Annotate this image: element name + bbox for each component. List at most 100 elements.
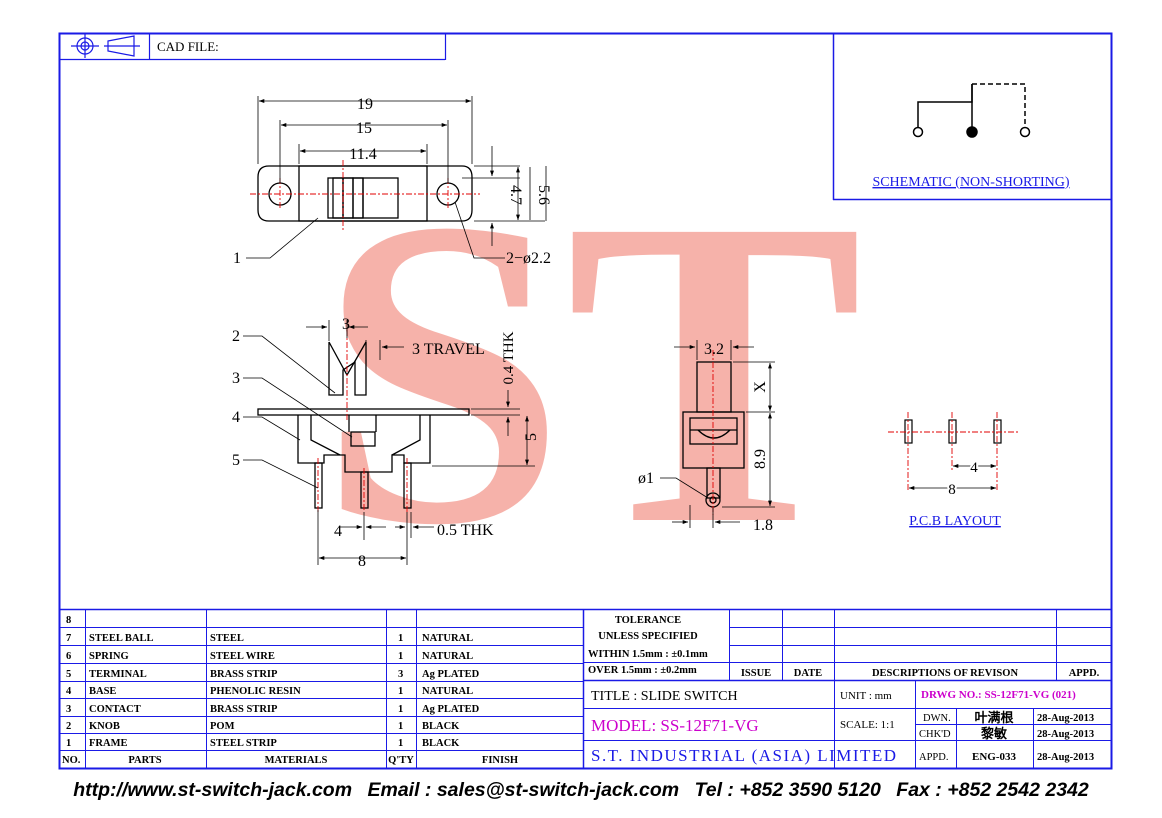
row-1-part: FRAME xyxy=(89,738,128,749)
row-7-finish: NATURAL xyxy=(422,633,473,644)
row-4-no: 4 xyxy=(66,686,72,697)
unit-label: UNIT : mm xyxy=(840,690,892,702)
dim-knob-width-end: 3.2 xyxy=(704,341,724,358)
row-3-qty: 1 xyxy=(398,704,403,715)
row-5-part: TERMINAL xyxy=(89,669,147,680)
row-3-material: BRASS STRIP xyxy=(210,704,278,715)
watermark-st: ST xyxy=(318,129,863,616)
footer-contact: http://www.st-switch-jack.com Email : sa… xyxy=(0,779,1162,802)
header-qty: Q'TY xyxy=(388,755,414,766)
row-5-qty: 3 xyxy=(398,669,403,680)
tolerance-block: TOLERANCE UNLESS SPECIFIED WITHIN 1.5mm … xyxy=(588,615,1100,679)
dim-slot-width: 11.4 xyxy=(349,146,376,163)
header-materials: MATERIALS xyxy=(265,755,328,766)
travel-note: 3 TRAVEL xyxy=(412,341,485,358)
chkd-date: 28-Aug-2013 xyxy=(1037,729,1094,740)
tolerance-subtitle: UNLESS SPECIFIED xyxy=(598,631,698,642)
cad-file-label: CAD FILE: xyxy=(157,39,219,54)
top-view: 19 15 11.4 4.7 5.6 2−ø2.2 1 xyxy=(233,96,552,267)
dim-overall-width: 19 xyxy=(357,96,373,113)
row-1-finish: BLACK xyxy=(422,738,460,749)
tolerance-over: OVER 1.5mm : ±0.2mm xyxy=(588,665,697,676)
row-2-no: 2 xyxy=(66,721,71,732)
tolerance-within: WITHIN 1.5mm : ±0.1mm xyxy=(588,649,708,660)
tolerance-title: TOLERANCE xyxy=(615,615,681,626)
rev-desc: DESCRIPTIONS OF REVISON xyxy=(872,668,1018,679)
drawing-frame xyxy=(58,32,1113,770)
row-4-material: PHENOLIC RESIN xyxy=(210,686,301,697)
drawing-number: DRWG NO.: SS-12F71-VG (021) xyxy=(921,689,1076,701)
row-7-material: STEEL xyxy=(210,633,244,644)
header-no: NO. xyxy=(62,755,81,766)
model-number: MODEL: SS-12F71-VG xyxy=(591,716,759,735)
schematic-diagram xyxy=(912,83,1031,138)
schematic-label: SCHEMATIC (NON-SHORTING) xyxy=(872,175,1069,190)
projection-symbol-icon xyxy=(71,34,140,58)
row-3-finish: Ag PLATED xyxy=(422,704,480,715)
row-1-no: 1 xyxy=(66,738,71,749)
dim-pin-pitch: 4 xyxy=(334,523,342,540)
dim-hole-dia: ø1 xyxy=(638,470,654,487)
row-3-part: CONTACT xyxy=(89,704,141,715)
row-5-no: 5 xyxy=(66,669,71,680)
chkd-label: CHK'D xyxy=(919,729,951,740)
row-7-part: STEEL BALL xyxy=(89,633,154,644)
scale-label: SCALE: 1:1 xyxy=(840,719,895,731)
dwn-name: 叶满根 xyxy=(974,710,1014,725)
end-view: 3.2 X 8.9 ø1 1.8 xyxy=(638,340,775,534)
drawing-sheet: ST CAD FILE: SCHEMATIC (NON-SHORTING) xyxy=(58,32,1113,770)
appd-date: 28-Aug-2013 xyxy=(1037,752,1094,763)
row-7-no: 7 xyxy=(66,633,71,644)
row-8-no: 8 xyxy=(66,615,71,626)
row-4-finish: NATURAL xyxy=(422,686,473,697)
appd-name: ENG-033 xyxy=(972,751,1017,763)
hole-note: 2−ø2.2 xyxy=(506,250,551,267)
callout-4: 4 xyxy=(232,409,240,426)
callout-1: 1 xyxy=(233,250,241,267)
pcb-dim-span: 8 xyxy=(948,482,956,498)
website-link[interactable]: http://www.st-switch-jack.com xyxy=(73,779,353,801)
dwn-date: 28-Aug-2013 xyxy=(1037,713,1094,724)
row-7-qty: 1 xyxy=(398,633,403,644)
dwn-label: DWN. xyxy=(923,713,951,724)
dim-knob-width: 3 xyxy=(342,316,350,333)
dim-hole-spacing: 15 xyxy=(356,120,372,137)
callout-5: 5 xyxy=(232,452,240,469)
row-4-qty: 1 xyxy=(398,686,403,697)
row-1-material: STEEL STRIP xyxy=(210,738,277,749)
parts-table: 8 7 STEEL BALL STEEL 1 NATURAL 6 SPRING … xyxy=(62,615,518,766)
drawing-title: TITLE : SLIDE SWITCH xyxy=(591,689,738,704)
rev-date: DATE xyxy=(794,668,822,679)
pcb-layout: 4 8 P.C.B LAYOUT xyxy=(888,412,1018,529)
phone-text: Tel : +852 3590 5120 xyxy=(694,779,881,801)
dim-x: X xyxy=(752,381,769,393)
row-2-part: KNOB xyxy=(89,721,120,732)
row-6-qty: 1 xyxy=(398,651,403,662)
row-3-no: 3 xyxy=(66,704,71,715)
dim-pin-span: 8 xyxy=(358,553,366,570)
rev-issue: ISSUE xyxy=(741,668,771,679)
callout-3: 3 xyxy=(232,370,240,387)
dim-inner-height: 4.7 xyxy=(507,185,524,205)
dim-outer-height: 5.6 xyxy=(535,185,552,205)
row-6-part: SPRING xyxy=(89,651,129,662)
header-finish: FINISH xyxy=(482,755,518,766)
terminal-thickness: 0.5 THK xyxy=(437,522,494,539)
company-name: S.T. INDUSTRIAL (ASIA) LIMITED xyxy=(591,746,896,765)
row-5-material: BRASS STRIP xyxy=(210,669,278,680)
email-link[interactable]: Email : sales@st-switch-jack.com xyxy=(367,779,680,801)
dim-body-height: 5 xyxy=(523,433,540,441)
row-5-finish: Ag PLATED xyxy=(422,669,480,680)
row-6-no: 6 xyxy=(66,651,71,662)
pcb-label: P.C.B LAYOUT xyxy=(909,514,1001,529)
rev-appd: APPD. xyxy=(1069,668,1100,679)
row-6-material: STEEL WIRE xyxy=(210,651,275,662)
row-2-qty: 1 xyxy=(398,721,403,732)
row-2-material: POM xyxy=(210,721,235,732)
dim-offset: 1.8 xyxy=(753,517,773,534)
callout-2: 2 xyxy=(232,328,240,345)
row-6-finish: NATURAL xyxy=(422,651,473,662)
chkd-name: 黎敏 xyxy=(981,726,1008,741)
title-block-grid xyxy=(59,608,1111,768)
appd-label: APPD. xyxy=(919,752,948,763)
